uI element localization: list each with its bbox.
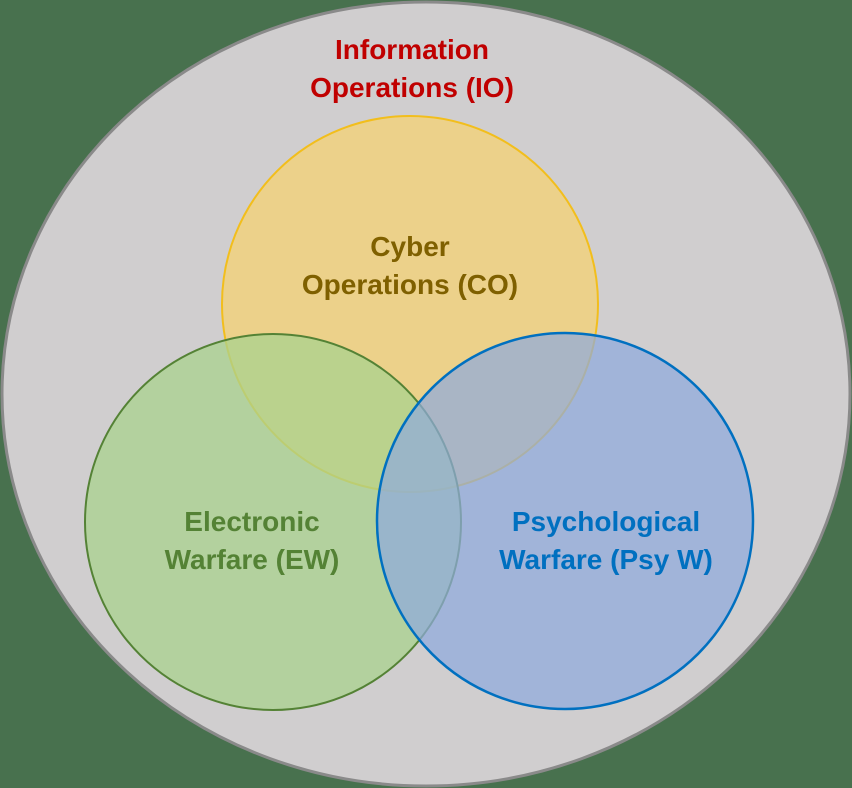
io-label-line1: Information [334,34,489,65]
co-label-line1: Cyber [370,231,450,262]
electronic-warfare-label: Electronic Warfare (EW) [165,503,340,579]
psyw-label-line1: Psychological [511,506,701,537]
information-operations-label: Information Operations (IO) [310,31,514,107]
ew-label-line1: Electronic [184,506,320,537]
co-label-line2: Operations (CO) [301,269,519,300]
io-label-line2: Operations (IO) [310,72,514,103]
ew-label-line2: Warfare (EW) [164,544,340,575]
psychological-warfare-circle [375,331,755,711]
psyw-label-line2: Warfare (Psy W) [499,544,713,575]
cyber-operations-label: Cyber Operations (CO) [302,228,518,304]
psychological-warfare-label: Psychological Warfare (Psy W) [499,503,713,579]
